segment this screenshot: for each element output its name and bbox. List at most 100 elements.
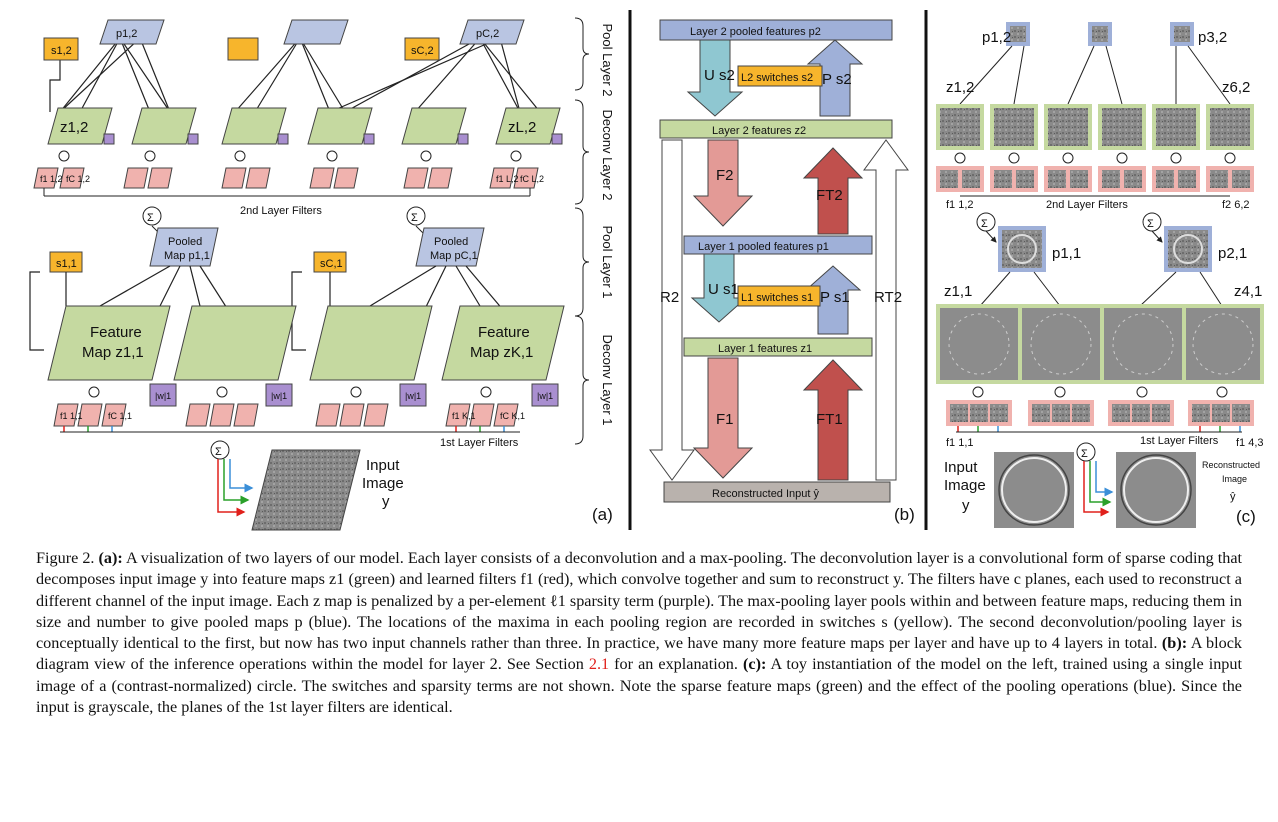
switch-s12-label: s1,2	[51, 45, 72, 57]
reconstructed-image-circle	[1116, 452, 1196, 528]
l1-switches-label: L1 switches s1	[741, 292, 813, 304]
input-image-elephant	[251, 449, 361, 531]
layer1-features-bar	[683, 337, 873, 357]
convolve-symbols-l2	[58, 150, 522, 162]
pool1-c-connections	[979, 271, 1223, 307]
l1-norm-label-3: |w|1	[405, 391, 421, 401]
p-s2-label: P s2	[822, 71, 852, 88]
z41-c-label: z4,1	[1234, 283, 1262, 300]
f11-c-label: f1 1,1	[946, 437, 974, 449]
filters-c-l1	[946, 400, 1254, 426]
layer1-pooled-bar	[683, 235, 873, 255]
zL2-label: zL,2	[508, 119, 536, 136]
pooled-map-pC1-label1: Pooled	[434, 236, 468, 248]
feature-map-z11-label1: Feature	[90, 324, 142, 341]
convolve-symbols-c-l1	[972, 386, 1228, 398]
switch-sC2	[404, 37, 440, 61]
switch-s12	[43, 37, 79, 61]
caption-section-link[interactable]: 2.1	[588, 655, 610, 674]
reconstructed-bar	[663, 481, 891, 503]
rt2-arrow	[863, 139, 909, 481]
sum-node-c-l1	[1076, 442, 1096, 462]
input-image-c-label-2: Image	[944, 477, 986, 494]
r2-label: R2	[660, 289, 679, 306]
pooled-map-pC1-label2: Map pC,1	[430, 250, 478, 262]
sum-nodes-l2	[142, 206, 426, 226]
pooled-map-p11-label2: Map p1,1	[164, 250, 210, 262]
panel-a-id: (a)	[592, 505, 613, 524]
filter-l2-label-3: fC L,2	[520, 174, 544, 184]
ft2-label: FT2	[816, 187, 843, 204]
caption-b-label: (b):	[1161, 634, 1188, 653]
feature-maps-l1	[47, 305, 565, 381]
sum-node-l1	[210, 440, 230, 460]
caption-fig-label: Figure 2.	[36, 549, 95, 567]
layer2-pooled-bar	[659, 19, 893, 41]
layer2-features-bar	[659, 119, 893, 139]
pooled-map-pC2	[459, 19, 525, 45]
pool2-c-connections	[959, 45, 1231, 105]
convolve-symbols-l1	[88, 386, 492, 398]
pooled-map-pC2-label: pC,2	[476, 28, 499, 40]
l2-filters-caption-c: 2nd Layer Filters	[1046, 199, 1128, 211]
l1-switches-box	[737, 285, 821, 307]
pooled-maps-c-p1	[998, 226, 1212, 272]
p-s2-arrow	[806, 39, 864, 117]
z-maps-c-l1	[936, 304, 1264, 384]
side-label-pool-layer-2: Pool Layer 2	[600, 24, 615, 97]
panel-c: p1,2 p3,2 z1,2 z6,2	[936, 22, 1264, 528]
switch-sC2-label: sC,2	[411, 45, 434, 57]
side-brackets	[574, 17, 590, 445]
recon-c-label-2: Image	[1222, 474, 1247, 484]
sum-symbol-2: Σ	[411, 212, 418, 224]
l1-norm-label-1: |w|1	[155, 391, 171, 401]
recon-c-label-1: Reconstructed	[1202, 460, 1260, 470]
sparsity-terms-l2	[103, 133, 563, 145]
p-s1-label: P s1	[820, 289, 850, 306]
caption-b-text-post: for an explanation.	[609, 655, 743, 674]
filters-l1	[53, 403, 519, 427]
ft2-arrow	[802, 147, 864, 235]
sum-c-1: Σ	[981, 218, 988, 230]
filter-l1-label-3: fC K,1	[500, 411, 525, 421]
pooled-map-p11-label1: Pooled	[168, 236, 202, 248]
filter-l1-label-2: f1 K,1	[452, 411, 476, 421]
z-maps-c-l2	[936, 104, 1254, 150]
layer1-pooled-label: Layer 1 pooled features p1	[698, 241, 829, 253]
f12-c-label: f1 1,2	[946, 199, 974, 211]
switch-unlabeled-l2	[227, 37, 259, 61]
pooled-map-p12	[99, 19, 165, 45]
p32-c-label: p3,2	[1198, 29, 1227, 46]
rt2-label: RT2	[874, 289, 902, 306]
input-image-circle	[994, 452, 1074, 528]
caption-b-text-pre: A block diagram view of the inference op…	[36, 634, 1242, 674]
ft1-label: FT1	[816, 411, 843, 428]
z-maps-l2	[47, 107, 561, 145]
u-s2-label: U s2	[704, 67, 735, 84]
l1-filter-bus	[60, 426, 520, 433]
pooled-maps-p2	[1006, 22, 1194, 46]
input-image-c-label-3: y	[962, 497, 970, 514]
f2-arrow	[692, 139, 754, 227]
switch-s11-label: s1,1	[56, 258, 77, 270]
ft1-arrow	[802, 359, 864, 481]
z62-c-label: z6,2	[1222, 79, 1250, 96]
panel-b: Layer 2 pooled features p2 U s2 P s2 L2 …	[649, 19, 915, 524]
rgb-arrows-a	[217, 459, 254, 517]
convolve-symbols-c-l2	[954, 152, 1236, 164]
rgb-arrows-c	[1083, 461, 1114, 517]
f2-label: F2	[716, 167, 734, 184]
filter-l2-label-2: f1 L,2	[496, 174, 519, 184]
layer2-pooled-label: Layer 2 pooled features p2	[690, 26, 821, 38]
filter-l1-label-1: fC 1,1	[108, 411, 132, 421]
filters-l2	[33, 167, 539, 189]
f43-c-label: f1 4,3	[1236, 437, 1264, 449]
feature-map-zK1-label2: Map zK,1	[470, 344, 533, 361]
panel-a: Pool Layer 2 Deconv Layer 2 Pool Layer 1…	[29, 17, 615, 531]
l1-filters-caption-c: 1st Layer Filters	[1140, 435, 1219, 447]
p21-c-label: p2,1	[1218, 245, 1247, 262]
side-label-deconv-layer-2: Deconv Layer 2	[600, 109, 615, 200]
filter-l1-label-0: f1 1,1	[60, 411, 83, 421]
p11-c-label: p1,1	[1052, 245, 1081, 262]
z11-c-label: z1,1	[944, 283, 972, 300]
